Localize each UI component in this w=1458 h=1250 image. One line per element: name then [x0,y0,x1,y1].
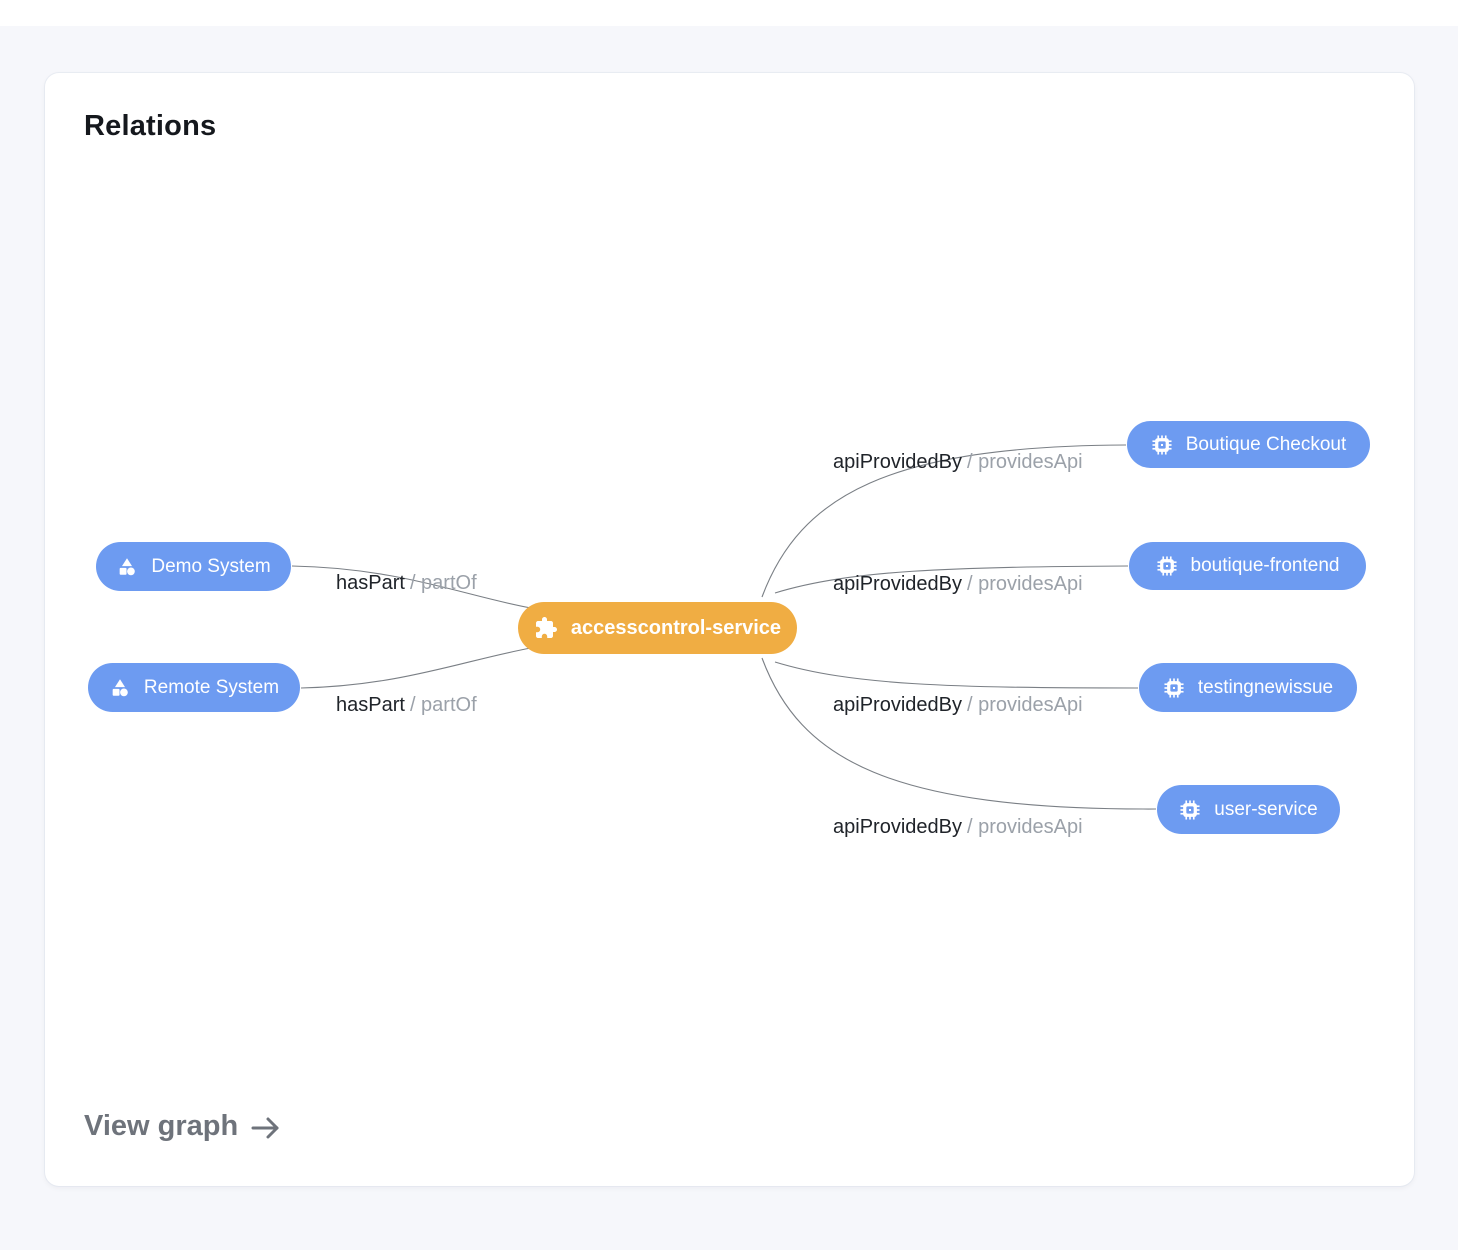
edge-label-secondary: / partOf [409,694,477,716]
node-label: boutique-frontend [1190,555,1340,576]
node-accesscontrol-service[interactable]: accesscontrol-service [518,602,797,654]
arrow-right-icon [250,1112,282,1141]
edge-label-primary: apiProvidedBy [833,694,962,716]
node-testingnewissue[interactable]: testingnewissue [1139,663,1357,712]
node-boutique-checkout[interactable]: Boutique Checkout [1127,421,1370,468]
system-shapes-icon [109,677,131,699]
edge-label-secondary: / partOf [409,572,477,594]
node-user-service[interactable]: user-service [1157,785,1340,834]
edge-label-primary: apiProvidedBy [833,816,962,838]
node-demo-system[interactable]: Demo System [96,542,291,591]
node-boutique-frontend[interactable]: boutique-frontend [1129,542,1366,590]
edge-label-secondary: / providesApi [966,816,1083,838]
api-chip-icon [1163,677,1185,699]
node-label: accesscontrol-service [570,616,782,639]
edge-label: apiProvidedBy/ providesApi [833,814,1083,840]
node-label: Demo System [151,555,271,577]
edge-label: apiProvidedBy/ providesApi [833,449,1083,475]
puzzle-icon [534,616,558,640]
view-graph-label: View graph [84,1110,239,1142]
node-label: testingnewissue [1197,676,1334,698]
edge-label: apiProvidedBy/ providesApi [833,692,1083,718]
top-strip [0,0,1458,26]
node-remote-system[interactable]: Remote System [88,663,300,712]
view-graph-link[interactable]: View graph [84,1110,282,1143]
node-label: Boutique Checkout [1185,433,1347,455]
api-chip-icon [1179,799,1201,821]
edge-label: apiProvidedBy/ providesApi [833,571,1083,597]
edge-label: hasPart/ partOf [336,570,477,596]
edge-label-secondary: / providesApi [966,694,1083,716]
api-chip-icon [1156,555,1178,577]
node-label: user-service [1214,798,1318,820]
edge-label-primary: apiProvidedBy [833,573,962,595]
edge-label-secondary: / providesApi [966,451,1083,473]
system-shapes-icon [116,556,138,578]
edge-label: hasPart/ partOf [336,692,477,718]
edge-label-secondary: / providesApi [966,573,1083,595]
node-label: Remote System [143,676,280,698]
api-chip-icon [1151,434,1173,456]
edge-label-primary: hasPart [336,572,405,594]
edge-label-primary: apiProvidedBy [833,451,962,473]
panel-title: Relations [84,110,217,142]
edge-label-primary: hasPart [336,694,405,716]
